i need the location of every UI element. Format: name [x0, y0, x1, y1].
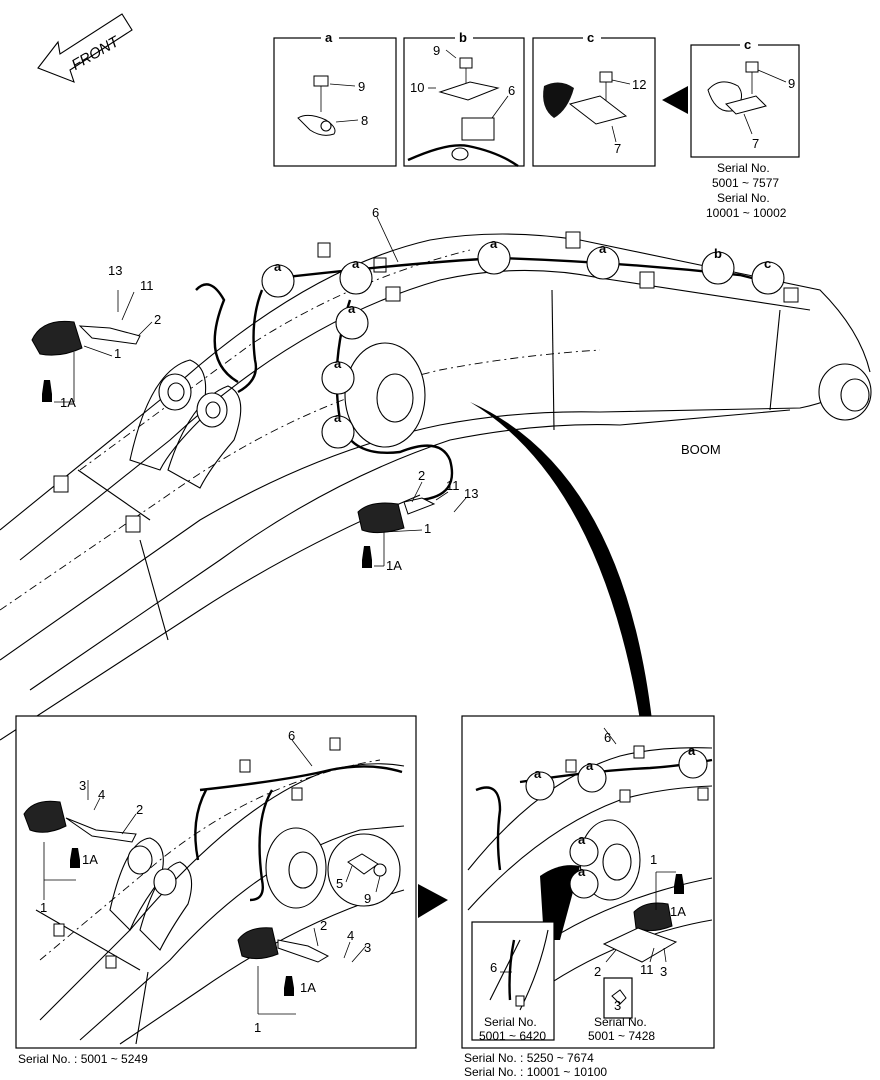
main-callout-2: 2	[154, 312, 161, 327]
circle-letter-4: a	[334, 356, 342, 371]
inset-left-callout-1a: 1A	[82, 852, 98, 867]
detail-box-c-alt: c 9 7 Serial No. 5001 ~ 7577 Serial No. …	[690, 37, 800, 220]
main-callout-2b: 2	[418, 468, 425, 483]
inset-right-callout-1: 1	[650, 852, 657, 867]
detail-b-callout-9: 9	[433, 43, 440, 58]
front-label: FRONT	[69, 32, 124, 73]
detail-box-c: c 12 7	[532, 30, 656, 167]
inset-left-callout-4b: 4	[347, 928, 354, 943]
main-callout-1ab: 1A	[386, 558, 402, 573]
inset-left-callout-5: 5	[336, 876, 343, 891]
work-lamp-upper	[31, 320, 83, 356]
work-lamp-lower	[357, 502, 405, 534]
inset-left-callout-2b: 2	[320, 918, 327, 933]
inset-right-sub-callout-3: 3	[614, 998, 621, 1013]
inset-right-callout-a1: a	[534, 766, 542, 781]
detail-box-a: a 9 8	[273, 30, 397, 167]
inset-right: 6 a a a a a 1 1A 2 11 3 6 3 Serial No. 5…	[461, 715, 715, 1079]
main-callout-1: 1	[114, 346, 121, 361]
inset-left-callout-3b: 3	[364, 940, 371, 955]
detail-c-alt-letter: c	[744, 37, 751, 52]
boom-drawing	[0, 216, 872, 741]
inset-left-callout-6: 6	[288, 728, 295, 743]
detail-a-callout-8: 8	[361, 113, 368, 128]
inset-right-callout-11: 11	[640, 962, 654, 977]
inset-left-callout-1: 1	[40, 900, 47, 915]
bulb-icon-inset-left-lower	[284, 976, 294, 996]
inset-left: 6 3 4 2 1A 1 5 9 2 4 3 1A 1 Serial No. :…	[15, 715, 417, 1066]
detail-arrow	[662, 86, 688, 114]
circle-letter-1: a	[274, 259, 282, 274]
inset-right-callout-a2: a	[586, 758, 594, 773]
inset-left-serial: Serial No. : 5001 ~ 5249	[18, 1052, 148, 1066]
circle-letter-9: c	[764, 256, 771, 271]
inset-right-callout-3: 3	[660, 964, 667, 979]
detail-c-alt-callout-7: 7	[752, 136, 759, 151]
detail-c-alt-callout-9: 9	[788, 76, 795, 91]
inset-left-callout-1ab: 1A	[300, 980, 316, 995]
inset-arrow	[418, 884, 448, 918]
detail-a-callout-9: 9	[358, 79, 365, 94]
detail-c-alt-serial-1: Serial No.	[717, 161, 770, 175]
detail-c-letter: c	[587, 30, 594, 45]
detail-c-alt-serial-2: 5001 ~ 7577	[712, 176, 779, 190]
front-arrow: FRONT	[37, 13, 133, 83]
bulb-icon-inset-left-upper	[70, 848, 80, 868]
inset-left-callout-2: 2	[136, 802, 143, 817]
circle-letter-3: a	[348, 301, 356, 316]
main-callout-11: 11	[140, 278, 154, 293]
inset-right-callout-a4: a	[578, 832, 586, 847]
main-callout-1b: 1	[424, 521, 431, 536]
inset-right-callout-a3: a	[688, 743, 696, 758]
inset-right-callout-6: 6	[604, 730, 611, 745]
detail-box-b: b 9 10 6	[403, 30, 525, 167]
main-callout-6: 6	[372, 205, 379, 220]
main-callout-13: 13	[108, 263, 122, 278]
circle-letter-7: a	[599, 241, 607, 256]
bulb-icon-upper	[42, 380, 52, 402]
inset-right-sub-right-serial-1: Serial No.	[594, 1015, 647, 1029]
main-callout-1a: 1A	[60, 395, 76, 410]
zoom-sweep	[470, 402, 652, 720]
bulb-icon-inset-right	[674, 874, 684, 894]
main-callout-11b: 11	[446, 478, 460, 493]
detail-c-alt-serial-4: 10001 ~ 10002	[706, 206, 787, 220]
inset-right-serial-1: Serial No. : 5250 ~ 7674	[464, 1051, 594, 1065]
inset-left-callout-1b: 1	[254, 1020, 261, 1035]
circle-letter-2: a	[352, 256, 360, 271]
boom-label: BOOM	[681, 442, 721, 457]
main-callout-13b: 13	[464, 486, 478, 501]
inset-right-serial-2: Serial No. : 10001 ~ 10100	[464, 1065, 607, 1079]
detail-c-callout-12: 12	[632, 77, 646, 92]
inset-left-callout-4: 4	[98, 787, 105, 802]
detail-a-letter: a	[325, 30, 333, 45]
inset-right-sub-left-serial-2: 5001 ~ 6420	[479, 1029, 546, 1043]
circle-letter-6: a	[490, 236, 498, 251]
bulb-icon-lower	[362, 546, 372, 568]
inset-right-callout-2: 2	[594, 964, 601, 979]
detail-b-callout-6: 6	[508, 83, 515, 98]
inset-right-sub-callout-6: 6	[490, 960, 497, 975]
inset-right-sub-right-serial-2: 5001 ~ 7428	[588, 1029, 655, 1043]
detail-c-callout-7: 7	[614, 141, 621, 156]
circle-letter-5: a	[334, 410, 342, 425]
main-callouts: 6 13 11 2 1 1A 2 11 13 1 1A BOOM a a a a…	[60, 205, 771, 573]
inset-right-callout-a5: a	[578, 864, 586, 879]
detail-c-alt-serial-3: Serial No.	[717, 191, 770, 205]
detail-b-letter: b	[459, 30, 467, 45]
detail-b-callout-10: 10	[410, 80, 424, 95]
inset-right-callout-1a: 1A	[670, 904, 686, 919]
inset-left-callout-9: 9	[364, 891, 371, 906]
circle-letter-8: b	[714, 246, 722, 261]
inset-right-sub-left-serial-1: Serial No.	[484, 1015, 537, 1029]
inset-left-callout-3: 3	[79, 778, 86, 793]
